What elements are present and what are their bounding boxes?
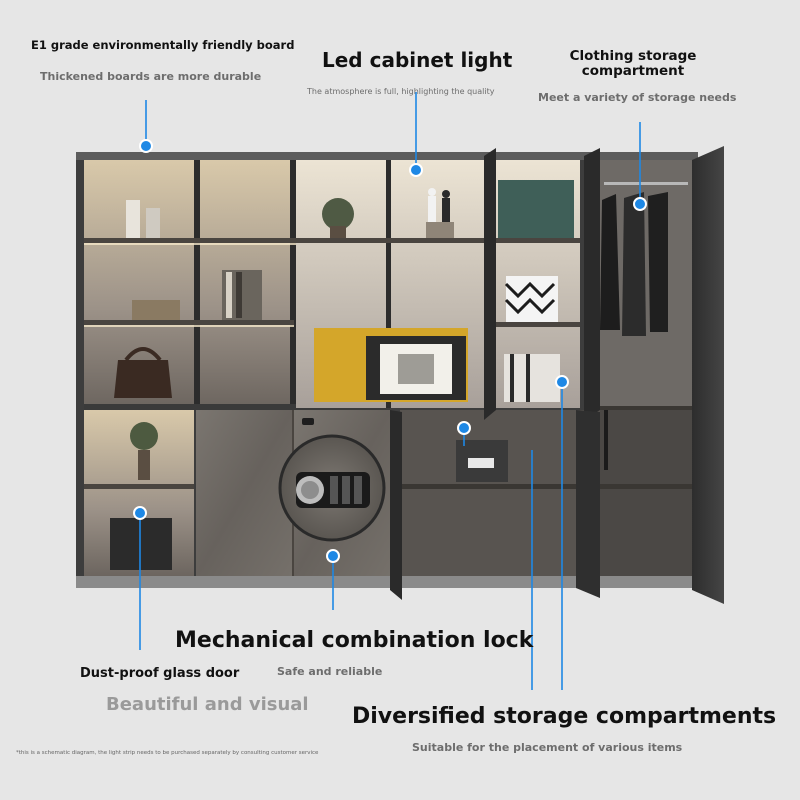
e1-board-subtitle: Thickened boards are more durable [40, 70, 262, 83]
storage-subtitle: Suitable for the placement of various it… [412, 741, 683, 754]
footnote: *this is a schematic diagram, the light … [16, 750, 319, 756]
clothing-title: Clothing storage compartment [566, 49, 700, 79]
clothing-title-line2: compartment [581, 63, 685, 79]
clothing-subtitle: Meet a variety of storage needs [538, 91, 737, 104]
led-light-subtitle: The atmosphere is full, highlighting the… [307, 87, 495, 96]
shelf-decor [114, 198, 354, 398]
lock-title: Mechanical combination lock [175, 628, 534, 653]
lock-subtitle: Safe and reliable [277, 665, 383, 678]
callout-dots [133, 139, 647, 563]
storage-title: Diversified storage compartments [352, 704, 777, 729]
lower-storage-section [400, 410, 600, 576]
clothing-title-line1: Clothing storage [569, 48, 697, 64]
file-section [494, 160, 580, 408]
callout-lines [139, 92, 641, 690]
open-doors [390, 146, 724, 604]
lower-glass-section [84, 410, 194, 576]
open-shelf-section [296, 160, 490, 408]
e1-board-title: E1 grade environmentally friendly board [31, 38, 295, 52]
led-light-title: Led cabinet light [322, 48, 513, 72]
glass-door-title: Dust-proof glass door [80, 666, 240, 681]
glass-door-subtitle: Beautiful and visual [106, 694, 309, 715]
figurines [426, 188, 454, 238]
wardrobe-section [600, 160, 692, 576]
lock-zoom [278, 434, 386, 542]
